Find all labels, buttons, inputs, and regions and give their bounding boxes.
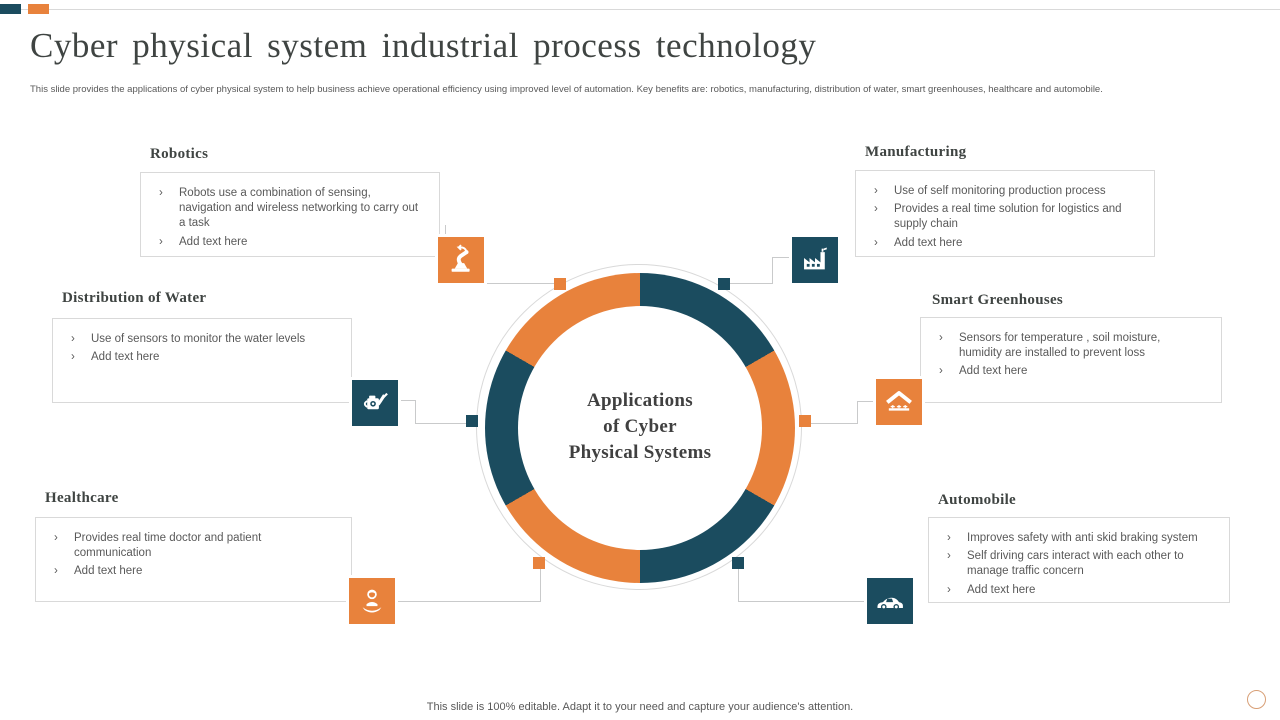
add-text-placeholder[interactable]: Add text here <box>74 565 143 578</box>
bullet-marker: › <box>54 532 58 544</box>
bullet-text: Use of self monitoring production proces… <box>894 185 1106 197</box>
bullet-marker: › <box>159 187 163 199</box>
connector-line <box>415 400 416 424</box>
bullet-text: Robots use a combination of sensing, nav… <box>179 187 419 230</box>
bullet-text: Use of sensors to monitor the water leve… <box>91 333 306 345</box>
section-title-distribution-of-water: Distribution of Water <box>62 290 207 306</box>
connector-line <box>738 601 868 602</box>
bullet-marker: › <box>947 583 951 596</box>
section-title-healthcare: Healthcare <box>45 490 119 506</box>
diagram-outer-circle <box>476 264 802 590</box>
footer-note: This slide is 100% editable. Adapt it to… <box>426 701 854 713</box>
connector-line <box>857 401 858 424</box>
greenhouse-icon <box>886 391 912 411</box>
add-text-placeholder[interactable]: Add text here <box>967 583 1036 596</box>
donut-hole <box>518 306 762 550</box>
bullet-marker: › <box>71 351 75 364</box>
connector-node <box>732 557 744 569</box>
water-icon-tile[interactable] <box>352 380 398 426</box>
bullet-marker: › <box>159 235 163 248</box>
connector-line <box>811 423 857 424</box>
connector-node <box>799 415 811 427</box>
bullet-marker: › <box>874 203 878 216</box>
text-box-distribution-of-water[interactable]: › Use of sensors to monitor the water lev… <box>52 318 352 403</box>
connector-node <box>554 278 566 290</box>
bullet-marker: › <box>71 333 75 345</box>
bullet-text: Provides real time doctor and patient co… <box>74 532 262 560</box>
robot-arm-icon <box>451 244 470 272</box>
slide-subtitle: This slide provides the applications of … <box>30 84 1103 95</box>
connector-line <box>772 257 773 284</box>
bullet-text: Improves safety with anti skid braking s… <box>967 532 1198 544</box>
bullet-text: Provides a real time solution for logist… <box>894 203 1122 231</box>
connector-node <box>718 278 730 290</box>
healthcare-icon-tile[interactable] <box>349 578 395 624</box>
add-text-placeholder[interactable]: Add text here <box>91 351 160 364</box>
connector-line <box>857 401 877 402</box>
section-title-smart-greenhouses: Smart Greenhouses <box>932 292 1064 308</box>
bullet-marker: › <box>54 565 58 578</box>
car-icon <box>877 597 903 610</box>
text-box-automobile[interactable]: › Improves safety with anti skid braking … <box>928 517 1230 603</box>
top-orange-chip <box>28 4 49 14</box>
connector-line <box>445 225 446 237</box>
connector-line <box>738 569 739 601</box>
top-teal-chip <box>0 4 21 14</box>
text-box-robotics[interactable]: › Robots use a combination of sensing, na… <box>140 172 440 257</box>
robotics-icon-tile[interactable] <box>438 237 484 283</box>
diagram-center-label: Applications of Cyber Physical Systems <box>510 388 770 466</box>
connector-line <box>415 423 467 424</box>
connector-line <box>728 283 773 284</box>
factory-icon <box>804 247 827 270</box>
add-text-placeholder[interactable]: Add text here <box>959 365 1028 378</box>
bullet-marker: › <box>947 532 951 544</box>
connector-line <box>540 569 541 601</box>
section-title-robotics: Robotics <box>150 146 209 162</box>
watering-can-icon <box>363 392 388 410</box>
center-label-line: Applications <box>586 390 693 411</box>
bullet-marker: › <box>939 332 943 344</box>
center-label-line: of Cyber <box>603 416 677 437</box>
greenhouse-icon-tile[interactable] <box>876 379 922 425</box>
connector-line <box>398 400 416 401</box>
connector-node <box>533 557 545 569</box>
footer-circle-decoration <box>1247 690 1266 709</box>
connector-node <box>466 415 478 427</box>
bullet-marker: › <box>874 185 878 197</box>
connector-line <box>484 283 556 284</box>
bullet-text: Self driving cars interact with each oth… <box>967 550 1184 578</box>
automobile-icon-tile[interactable] <box>867 578 913 624</box>
page-title: Cyber physical system industrial process… <box>30 26 817 65</box>
bullet-text: Sensors for temperature , soil moisture,… <box>959 332 1161 360</box>
connector-line <box>396 601 541 602</box>
bullet-marker: › <box>874 236 878 249</box>
connector-line <box>772 257 792 258</box>
bullet-marker: › <box>939 365 943 378</box>
center-label-line: Physical Systems <box>568 442 712 463</box>
doctor-icon <box>362 589 382 613</box>
add-text-placeholder[interactable]: Add text here <box>894 236 963 249</box>
donut-ring[interactable] <box>485 273 795 583</box>
bullet-marker: › <box>947 550 951 563</box>
manufacturing-icon-tile[interactable] <box>792 237 838 283</box>
text-box-smart-greenhouses[interactable]: › Sensors for temperature , soil moisture… <box>920 317 1222 403</box>
text-box-manufacturing[interactable]: › Use of self monitoring production proce… <box>855 170 1155 257</box>
section-title-manufacturing: Manufacturing <box>865 144 967 160</box>
top-divider-line <box>0 9 1280 10</box>
add-text-placeholder[interactable]: Add text here <box>179 235 248 248</box>
text-box-healthcare[interactable]: › Provides real time doctor and patient c… <box>35 517 352 602</box>
section-title-automobile: Automobile <box>938 492 1016 508</box>
